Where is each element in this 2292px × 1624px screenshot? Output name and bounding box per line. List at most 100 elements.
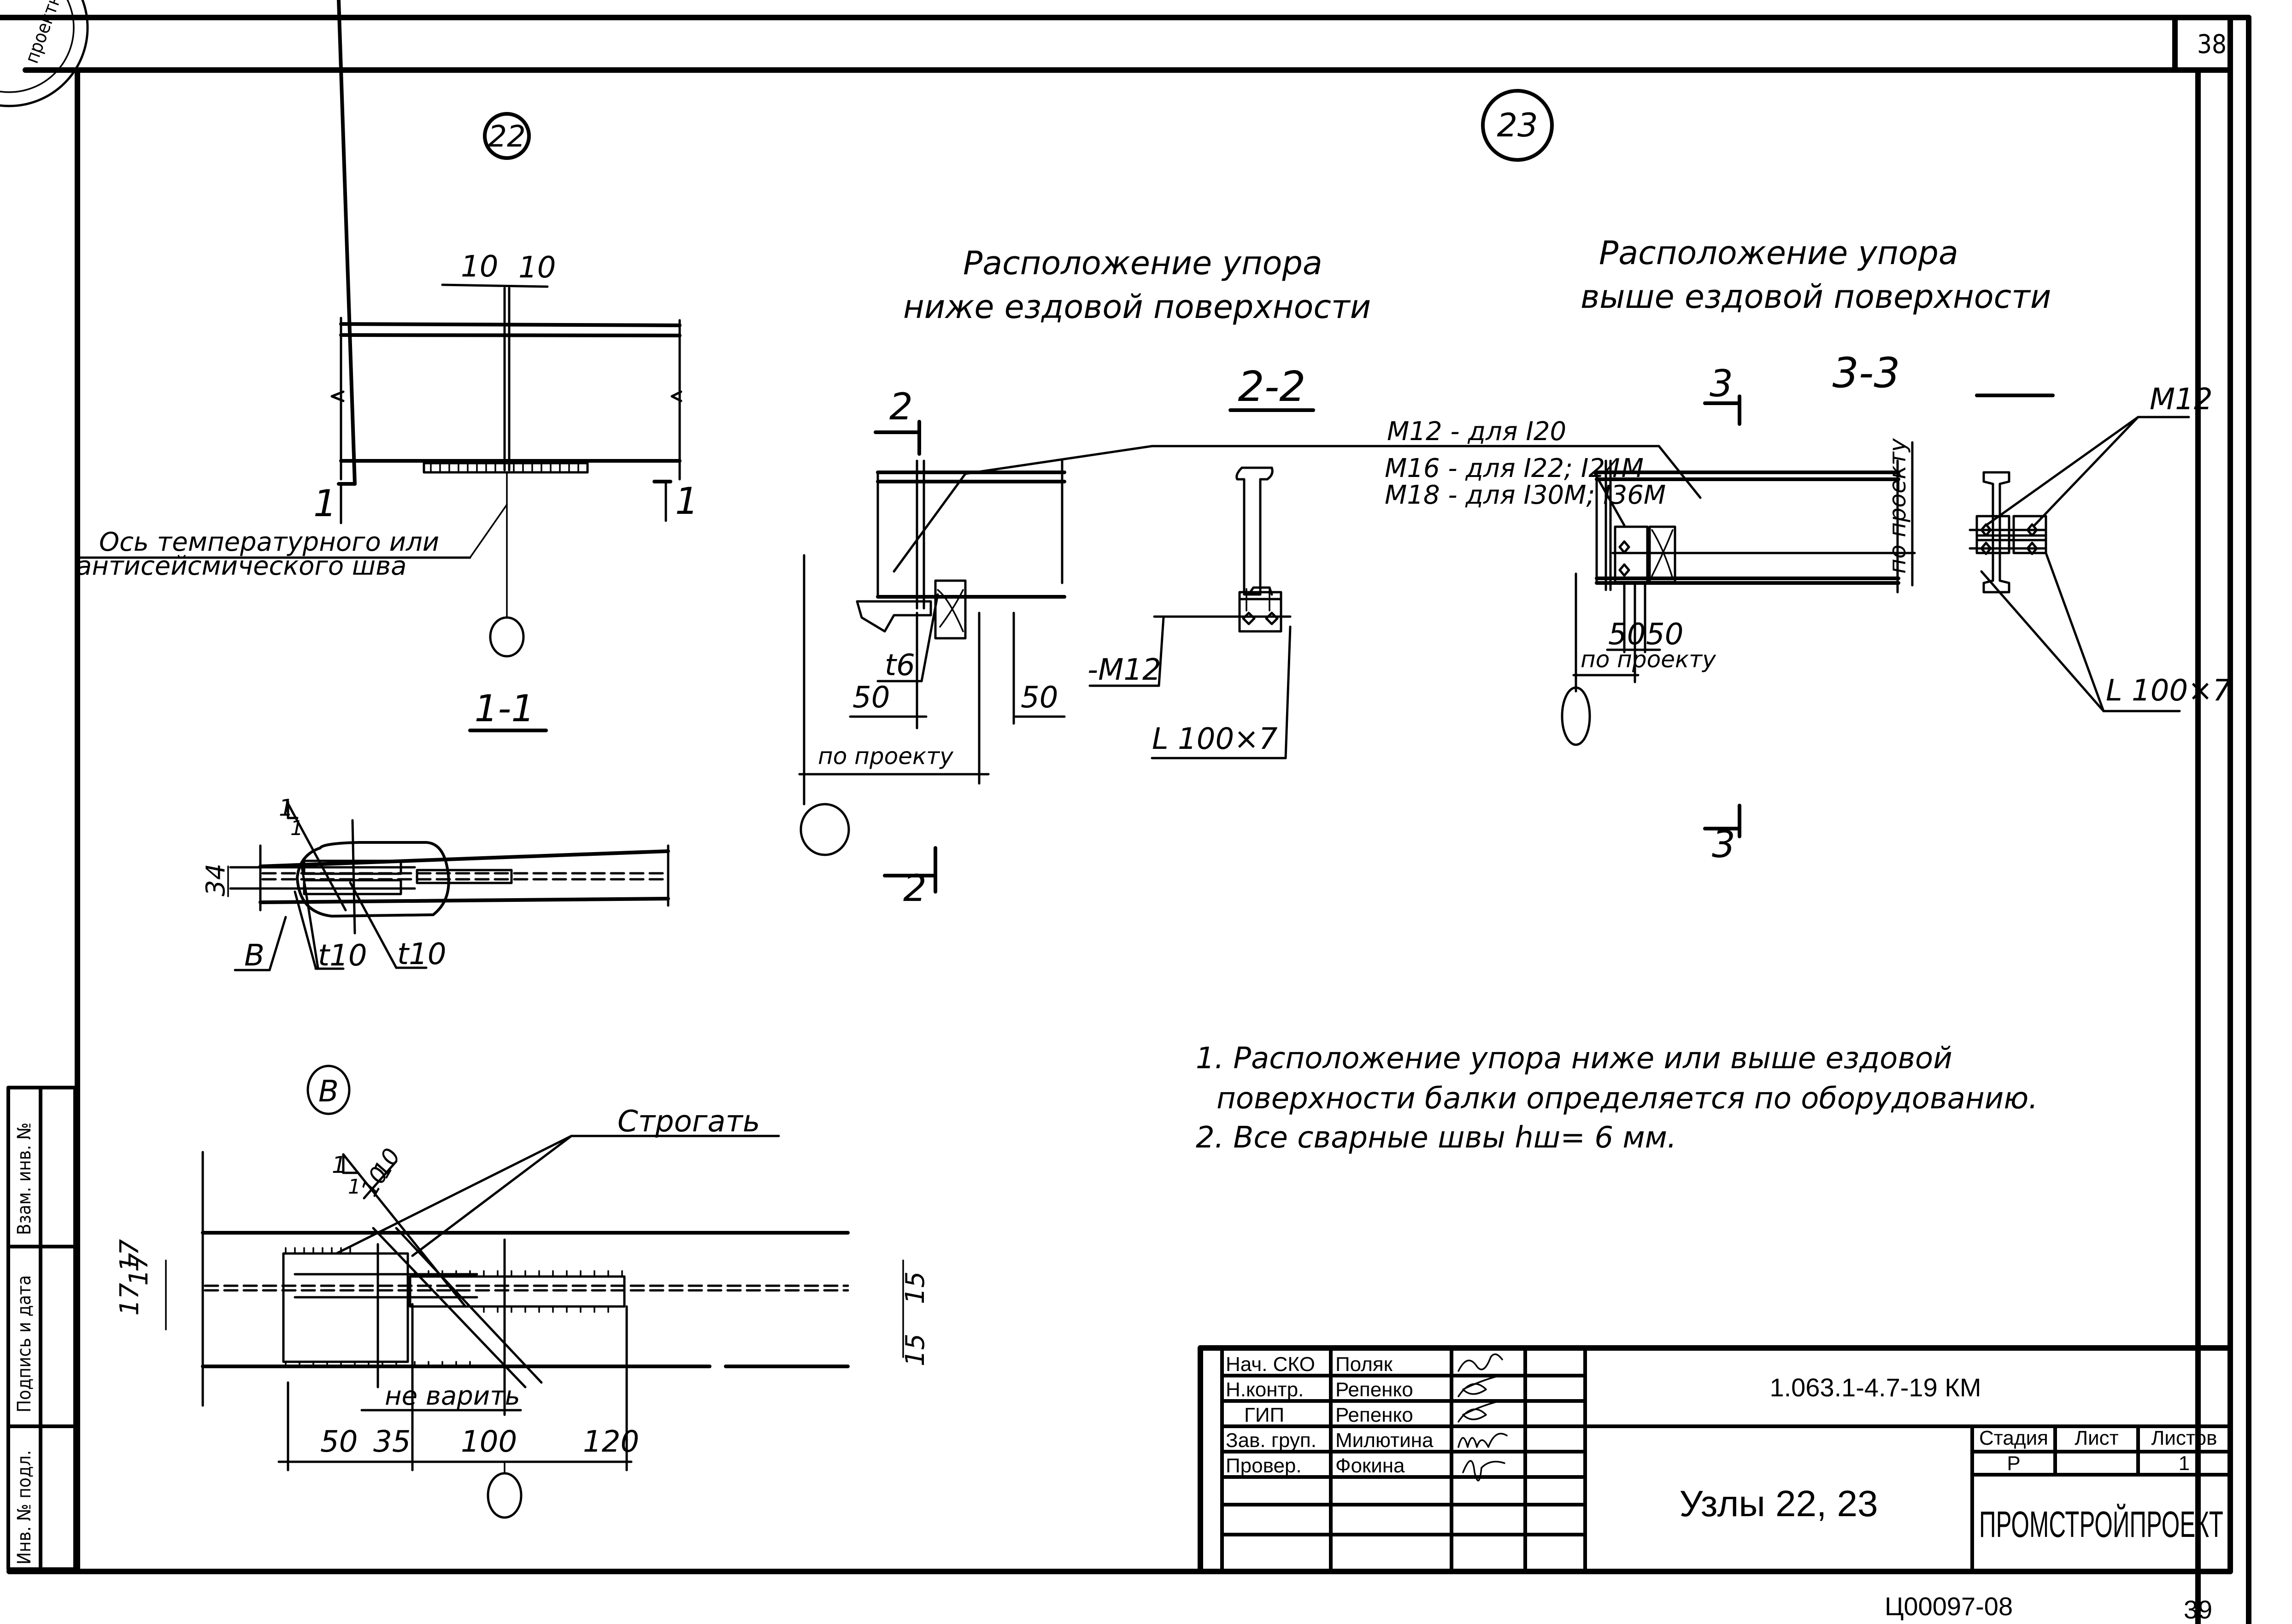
col-sheet: Лист	[2075, 1427, 2119, 1449]
angle-label-below: L 100×7	[1152, 722, 1278, 756]
organization: ПРОМСТРОЙПРОЕКТ	[1979, 1503, 2223, 1545]
name-1: Репенко	[1335, 1378, 1413, 1401]
note-line-2: поверхности балки определяется по оборуд…	[1217, 1082, 2038, 1116]
side-stamp: Взам. инв. № Подпись и дата Инв. № подл.	[6, 1086, 77, 1571]
col-sheets: Листов	[2151, 1427, 2217, 1449]
title-block: Нач. СКО Поляк Н.контр. Репенко ГИП Репе…	[1198, 1345, 2233, 1574]
sheets-value: 1	[2179, 1452, 2190, 1475]
dim-below-50-b: 50	[1021, 681, 1058, 715]
axis-bubble	[489, 616, 525, 658]
section-mark-3-top: 3	[1710, 362, 1733, 405]
section-mark-1-left: 1	[313, 482, 337, 525]
role-0: Нач. СКО	[1226, 1353, 1315, 1376]
dim-right-15-a: 15	[900, 1271, 930, 1304]
general-notes: 1. Расположение упора ниже или выше ездо…	[1196, 1041, 2038, 1155]
axis-label-line2: антисейсмического шва	[76, 551, 406, 581]
section-1-1-drawing: 1 1 34 В t10 t10	[201, 794, 670, 973]
dim-left-17-c: 17	[115, 1283, 145, 1316]
note-line-1: 1. Расположение упора ниже или выше ездо…	[1196, 1041, 1952, 1076]
detail-weld-leg-1: 1	[332, 1152, 347, 1178]
role-1: Н.контр.	[1226, 1378, 1304, 1401]
section-mark-2-top: 2	[889, 385, 913, 428]
above-title-line2: выше ездовой поверхности	[1581, 278, 2051, 316]
node-23: 23 Расположение упора ниже ездовой повер…	[798, 89, 2232, 910]
callout-t10-b: t10	[397, 937, 447, 971]
role-4: Провер.	[1226, 1454, 1302, 1477]
section-mark-1-right: 1	[675, 480, 699, 523]
dim-right-15-b: 15	[900, 1334, 930, 1366]
side-stamp-cell-signature: Подпись и дата	[14, 1275, 35, 1412]
weld-leg-1: 1	[279, 794, 294, 821]
bolt-label-m12-above: М12	[2150, 382, 2213, 417]
name-0: Поляк	[1335, 1353, 1393, 1376]
role-3: Зав. груп.	[1226, 1429, 1316, 1452]
role-2: ГИП	[1244, 1404, 1284, 1426]
weld-leg-2: 1	[290, 817, 303, 840]
sheet-frame	[0, 15, 2251, 1624]
callout-t10-a: t10	[318, 939, 367, 973]
dim-bottom-50: 50	[320, 1425, 358, 1459]
dim-bottom-100: 100	[461, 1425, 517, 1459]
node-22: 22 10 10 1 1 Ось температурного или анти…	[75, 0, 699, 1115]
section-mark-2-bottom: 2	[903, 867, 927, 910]
plane-label: Строгать	[617, 1105, 760, 1139]
stamp-text: проектный институт	[21, 0, 103, 66]
section-2-2-drawing	[1153, 466, 1292, 633]
plate-label-t6: t6	[885, 648, 915, 683]
side-stamp-cell-replacement: Взам. инв. №	[14, 1123, 35, 1235]
section-title-2-2: 2-2	[1238, 363, 1306, 411]
stage-value: Р	[2007, 1452, 2020, 1475]
node-marker-23-label: 23	[1497, 106, 1538, 144]
above-title-line1: Расположение упора	[1599, 234, 1958, 272]
note-line-3: 2. Все сварные швы hш= 6 мм.	[1196, 1121, 1676, 1155]
axis-label-line1: Ось температурного или	[99, 527, 439, 557]
dim-below-project: по проекту	[818, 743, 954, 770]
sheet-title: Узлы 22, 23	[1680, 1483, 1878, 1524]
section-title-1-1: 1-1	[475, 687, 535, 730]
section-title-3-3: 3-3	[1833, 349, 1900, 397]
name-2: Репенко	[1335, 1404, 1413, 1426]
below-axis-bubble	[799, 803, 850, 856]
detail-b: Строгать 1 1 10 10 17 17 17 15 15	[115, 1105, 930, 1519]
dim-34: 34	[201, 864, 231, 896]
node-marker-22-label: 22	[488, 120, 525, 154]
dim-10-left: 10	[461, 250, 498, 284]
above-axis-bubble	[1561, 686, 1591, 746]
callout-b: В	[244, 939, 264, 973]
archive-code: Ц00097-08	[1885, 1592, 2013, 1621]
detail-b-marker	[306, 1065, 351, 1115]
dim-above-project: по проекту	[1581, 646, 1716, 673]
bolt-spec-m12: М12 - для I20	[1387, 417, 1566, 447]
name-4: Фокина	[1335, 1454, 1405, 1477]
dim-above-50-b: 50	[1646, 618, 1683, 652]
no-weld-label: не варить	[385, 1381, 520, 1411]
bolt-label-m12-below: -М12	[1087, 653, 1161, 687]
below-title-line2: ниже ездовой поверхности	[903, 288, 1371, 326]
angle-label-above: L 100×7	[2106, 674, 2232, 708]
name-3: Милютина	[1335, 1429, 1434, 1452]
detail-axis-bubble	[487, 1472, 523, 1519]
dim-left-17-b: 17	[124, 1253, 154, 1286]
detail-b-marker-label: В	[318, 1075, 339, 1109]
section-3-3-drawing	[1969, 471, 2047, 594]
side-stamp-cell-inventory: Инв. № подл.	[14, 1450, 35, 1565]
dim-above-project-vertical: по проекту	[1884, 438, 1911, 574]
detail-weld-leg-2: 1	[348, 1175, 361, 1199]
dim-10-right: 10	[518, 251, 556, 285]
variant-above: Расположение упора выше ездовой поверхно…	[1561, 234, 2232, 866]
dim-bottom-35: 35	[373, 1425, 411, 1459]
page-number-top: 38	[2197, 29, 2227, 59]
below-title-line1: Расположение упора	[963, 244, 1322, 282]
signatures	[1457, 1353, 1508, 1482]
document-code: 1.063.1-4.7-19 КМ	[1769, 1373, 1981, 1402]
variant-below: Расположение упора ниже ездовой поверхно…	[798, 244, 1702, 910]
col-stage: Стадия	[1979, 1427, 2048, 1449]
bolt-spec-m18: М18 - для I30М; I36М	[1385, 480, 1666, 510]
node-marker-22	[483, 112, 531, 160]
node-marker-23	[1481, 89, 1554, 162]
dim-left-17-a: 17	[115, 1239, 145, 1272]
dim-above-50-a: 50	[1608, 618, 1646, 652]
dim-below-50-a: 50	[852, 681, 890, 715]
page-number-bottom: 39	[2184, 1595, 2212, 1624]
